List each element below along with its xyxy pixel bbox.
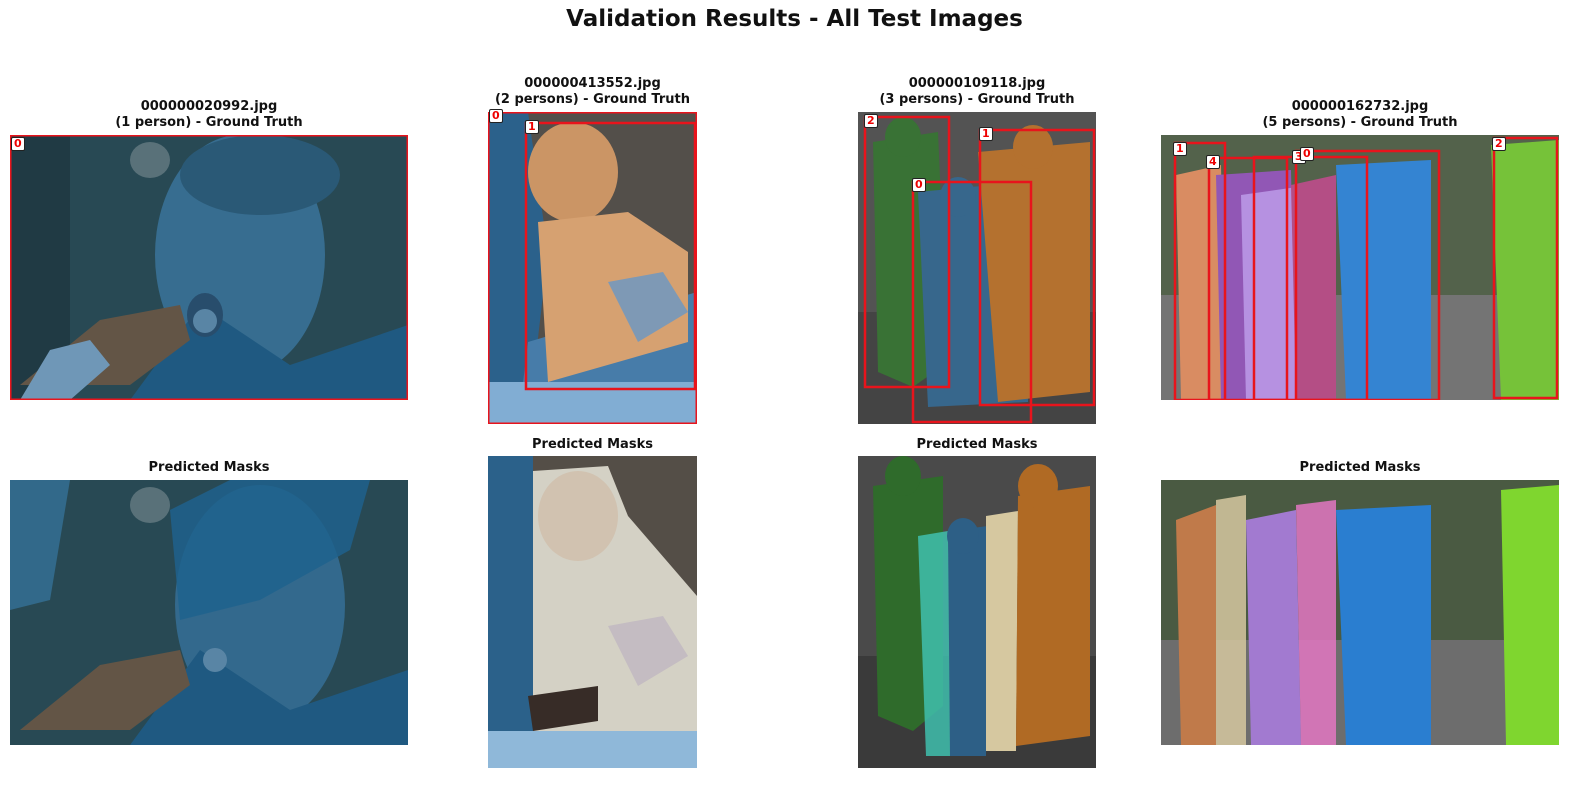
figure-title: Validation Results - All Test Images	[566, 6, 1023, 32]
gt-title-2-count: (2 persons) - Ground Truth	[494, 92, 691, 107]
gt-title-4-count: (5 persons) - Ground Truth	[1262, 115, 1458, 130]
pred-title-3: Predicted Masks	[916, 437, 1038, 452]
gt-image-4	[1161, 135, 1559, 400]
gt-title-2-filename: 000000413552.jpg	[524, 76, 661, 91]
gt-title-1-filename: 000000020992.jpg	[140, 99, 278, 114]
box-label-3-2: 2	[864, 114, 878, 128]
pred-image-3	[858, 456, 1096, 768]
box-label-4-0: 0	[1300, 147, 1314, 161]
gt-title-3-count: (3 persons) - Ground Truth	[879, 92, 1075, 107]
pred-image-4	[1161, 480, 1559, 745]
pred-title-1: Predicted Masks	[148, 460, 270, 475]
gt-image-2	[488, 112, 697, 424]
box-label-4-4: 4	[1206, 155, 1220, 169]
gt-title-1-count: (1 person) - Ground Truth	[115, 115, 303, 130]
gt-title-4: 000000162732.jpg (5 persons) - Ground Tr…	[1161, 99, 1559, 131]
box-label-4-1: 1	[1173, 142, 1187, 156]
pred-image-1	[10, 480, 408, 745]
box-label-3-0: 0	[912, 178, 926, 192]
box-label-2-0: 0	[489, 109, 503, 123]
box-label-4-2: 2	[1492, 137, 1506, 151]
gt-title-3: 000000109118.jpg (3 persons) - Ground Tr…	[858, 76, 1096, 108]
gt-title-2: 000000413552.jpg (2 persons) - Ground Tr…	[488, 76, 697, 108]
gt-title-4-filename: 000000162732.jpg	[1291, 99, 1429, 114]
box-label-2-1: 1	[525, 120, 539, 134]
gt-title-3-filename: 000000109118.jpg	[908, 76, 1046, 91]
gt-title-1: 000000020992.jpg (1 person) - Ground Tru…	[10, 99, 408, 131]
pred-title-4: Predicted Masks	[1299, 460, 1421, 475]
box-label-3-1: 1	[979, 127, 993, 141]
box-label-1-0: 0	[11, 137, 25, 151]
pred-image-2	[488, 456, 697, 768]
gt-image-3	[858, 112, 1096, 424]
pred-title-2: Predicted Masks	[532, 437, 653, 452]
gt-image-1	[10, 135, 408, 400]
